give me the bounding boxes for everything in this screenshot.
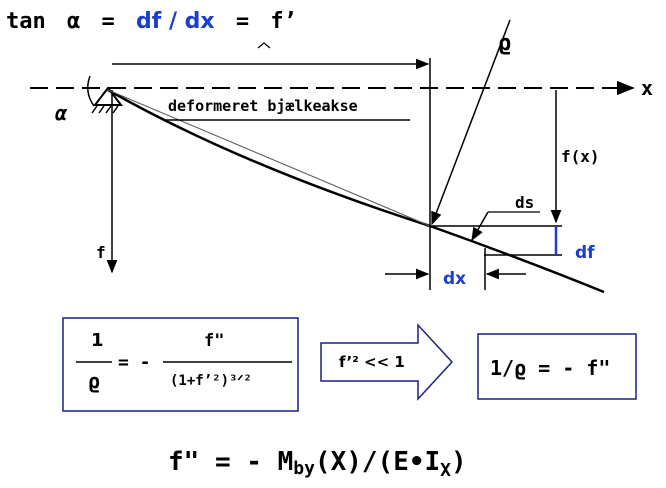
formula-num1: 1 [91,330,104,351]
title-eq1: = [102,9,115,34]
alpha-label: α [55,101,68,125]
moment-formula-sub-x: X [440,460,451,481]
fx-label: f(x) [561,147,600,166]
condition-text: f’² << 1 [339,353,405,371]
title-tan: tan [6,9,46,34]
alpha-arc [87,75,95,107]
formula-den2: (1+f’²)³ᐟ² [170,373,252,389]
support-hatch [91,105,119,114]
curvature-formula-box [62,317,299,412]
condition-arrow [320,323,454,401]
simplified-formula: 1/ϱ = - f" [490,356,610,380]
support-triangle [92,86,124,106]
title-equation: tan α = df / dx = f’ [6,9,297,34]
moment-formula-mid: (X)/(E•I [315,447,440,477]
formula-equals-minus: = - [118,352,151,373]
moment-formula-end: ) [451,447,467,477]
title-eq2: = [236,9,249,34]
moment-formula: f" = - Mby(X)/(E•IX) [168,447,467,481]
rho-line [431,19,511,226]
moment-formula-sub-by: by [293,458,315,479]
simplified-formula-box [477,333,637,400]
formula-den1: ϱ [88,369,100,393]
deformed-beam-curve [107,88,605,294]
title-fprime: f’ [270,9,297,34]
title-dfdx: df / dx [136,9,215,34]
x-axis-label: x [641,76,653,100]
dx-label: dx [443,269,466,289]
ds-label: ds [515,193,534,212]
beam-label: deformeret bjælkeakse [168,97,358,115]
ds-leader-diag [471,211,489,242]
rho-label: ϱ [498,31,511,56]
moment-formula-lhs: f" = - M [168,447,293,477]
f-axis-label: f [96,243,106,262]
tangent-line [107,89,431,227]
caret-mark [257,42,271,49]
df-label: df [575,243,595,263]
title-alpha: α [67,9,80,34]
formula-num2: f" [204,331,224,351]
